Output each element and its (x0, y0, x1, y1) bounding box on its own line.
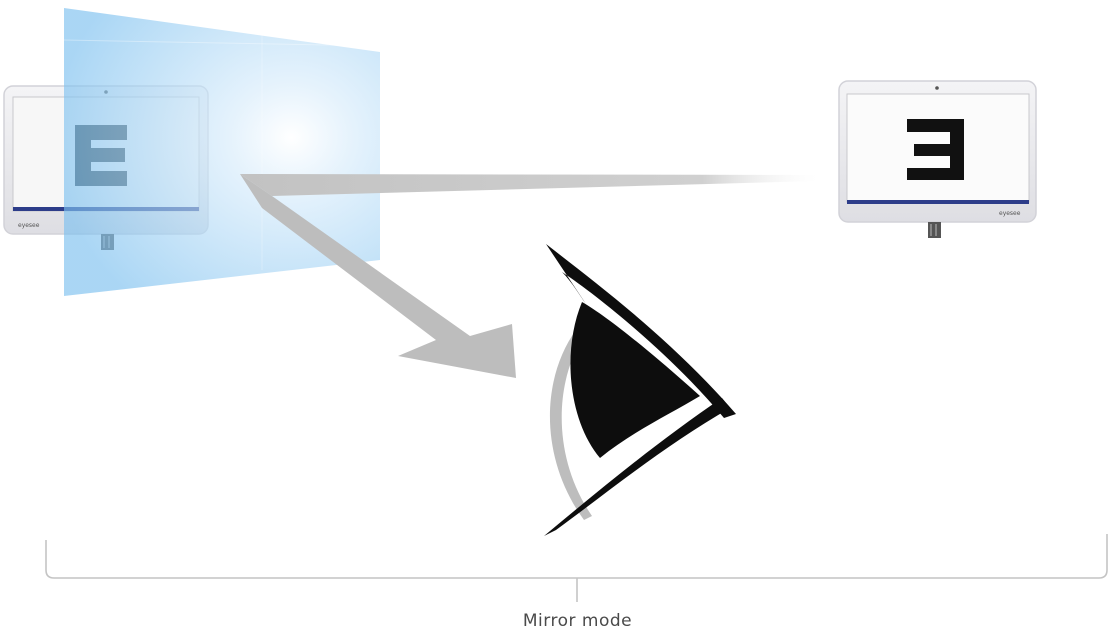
eye-icon (544, 244, 736, 536)
display-monitor: eyesee (839, 81, 1036, 238)
reversed-e-optotype (907, 119, 964, 180)
mirror-mode-bracket (46, 534, 1107, 578)
incoming-light-beam (240, 174, 818, 196)
svg-text:eyesee: eyesee (999, 210, 1021, 217)
svg-text:eyesee: eyesee (18, 222, 40, 229)
diagram-caption: Mirror mode (0, 611, 1112, 631)
